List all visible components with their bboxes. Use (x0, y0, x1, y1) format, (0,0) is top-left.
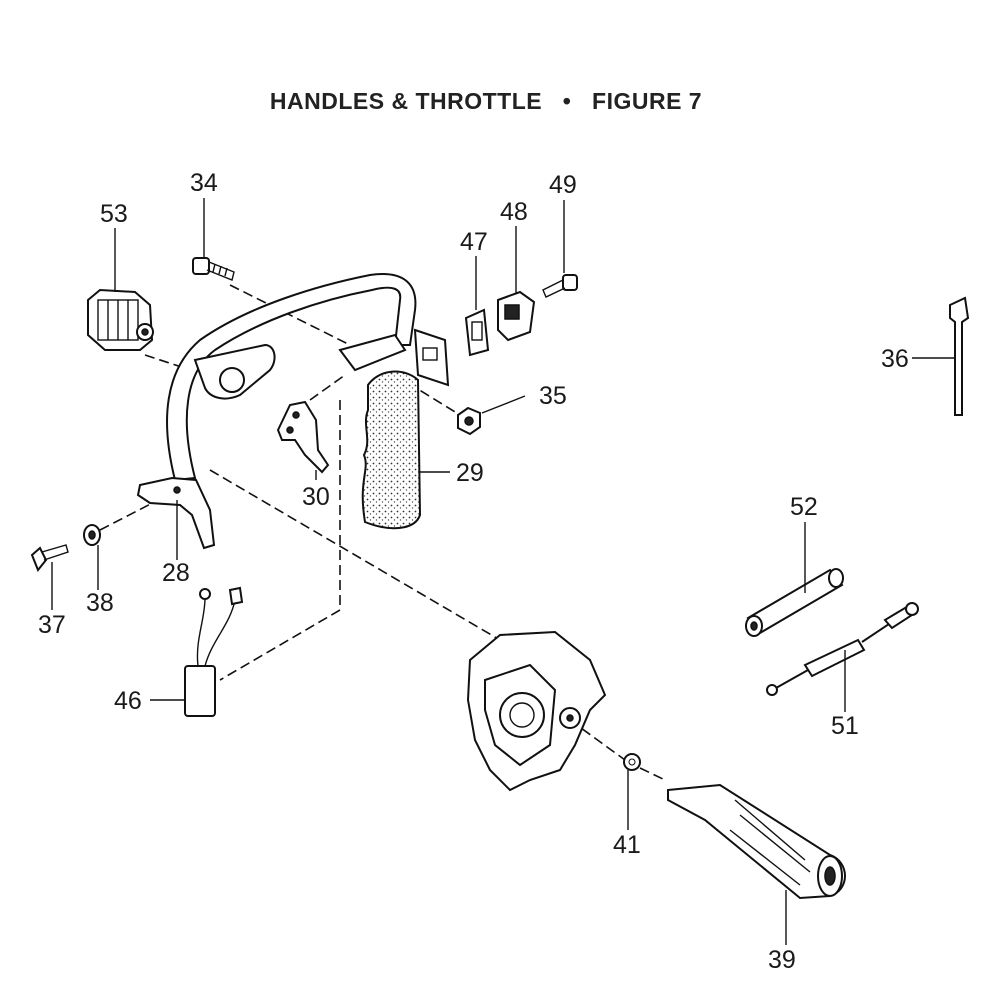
throttle-cable-part (766, 602, 919, 696)
plate-part (464, 308, 490, 357)
callout-46: 46 (114, 687, 142, 715)
rear-grip-part (667, 783, 846, 900)
e-clip-part (623, 753, 641, 771)
throttle-trigger-part (276, 400, 330, 474)
callout-37: 37 (38, 611, 66, 639)
callout-36: 36 (881, 345, 909, 373)
callout-47: 47 (460, 228, 488, 256)
callout-51: 51 (831, 712, 859, 740)
callout-35: 35 (539, 382, 567, 410)
nut-part (457, 406, 481, 436)
pivot-screw-part (30, 544, 69, 572)
callout-28: 28 (162, 559, 190, 587)
callout-labels: 53 34 47 48 49 35 36 29 30 28 37 38 46 5… (38, 169, 909, 974)
callout-30: 30 (302, 483, 330, 511)
callout-53: 53 (100, 200, 128, 228)
bolt-part (192, 257, 235, 281)
callout-38: 38 (86, 589, 114, 617)
callout-29: 29 (456, 459, 484, 487)
callout-49: 49 (549, 171, 577, 199)
figure-number: FIGURE 7 (592, 88, 703, 114)
callout-34: 34 (190, 169, 218, 197)
figure-title: HANDLES & THROTTLE • FIGURE 7 (0, 88, 972, 115)
stop-switch-part (497, 290, 536, 342)
title-text: HANDLES & THROTTLE (269, 88, 543, 114)
leader-lines (51, 198, 955, 945)
callout-41: 41 (613, 831, 641, 859)
title-separator: • (562, 88, 572, 114)
grip-part (361, 370, 422, 530)
callout-52: 52 (790, 493, 818, 521)
gear-housing-part (466, 630, 607, 792)
callout-39: 39 (768, 946, 796, 974)
throttle-bracket (338, 328, 450, 387)
wire-harness-part (184, 586, 244, 717)
screw-part (542, 274, 578, 298)
washer-part (83, 524, 101, 546)
cable-tie-part (949, 296, 970, 416)
switch-block-part (87, 288, 154, 351)
cable-sleeve-part (745, 568, 844, 637)
callout-48: 48 (500, 198, 528, 226)
